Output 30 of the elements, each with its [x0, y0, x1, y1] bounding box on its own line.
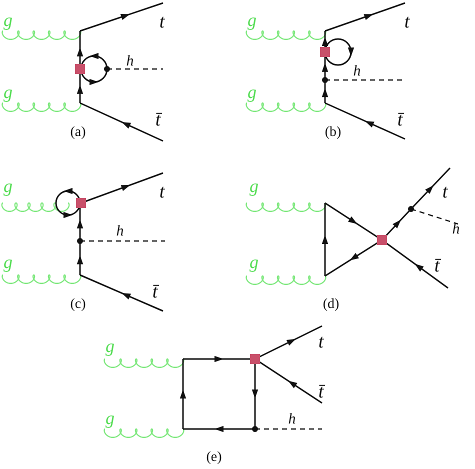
quark-label: t̄: [397, 110, 403, 130]
gluon-label: g: [4, 177, 12, 195]
quark-label: t̄: [155, 110, 161, 130]
quark-label: t̄: [434, 256, 440, 276]
panel-caption: (d): [322, 298, 340, 312]
quark-label: t̄: [318, 382, 324, 402]
gluon-label: g: [250, 253, 258, 271]
higgs-label: h: [353, 64, 361, 80]
higgs-label: h: [116, 224, 124, 240]
gluon-label: g: [248, 83, 256, 101]
quark-label: t: [159, 182, 165, 202]
quark-label: t: [318, 332, 324, 352]
quark-label: t: [442, 182, 448, 202]
gluon-label: g: [106, 409, 114, 427]
quark-label: t: [404, 12, 410, 32]
gluon-label: g: [106, 337, 114, 355]
panel-caption: (e): [206, 451, 222, 465]
higgs-label: h: [288, 412, 296, 428]
gluon-label: g: [250, 177, 258, 195]
panel-caption: (c): [70, 298, 86, 312]
quark-label: t̄: [152, 282, 158, 302]
gluon-label: g: [4, 11, 12, 29]
panel-caption: (b): [324, 126, 342, 140]
quark-label: t: [159, 12, 165, 32]
higgs-label: h: [126, 54, 134, 70]
higgs-label: h: [452, 222, 460, 238]
gluon-label: g: [4, 83, 12, 101]
panel-caption: (a): [70, 126, 86, 140]
gluon-label: g: [248, 11, 256, 29]
gluon-label: g: [4, 253, 12, 271]
